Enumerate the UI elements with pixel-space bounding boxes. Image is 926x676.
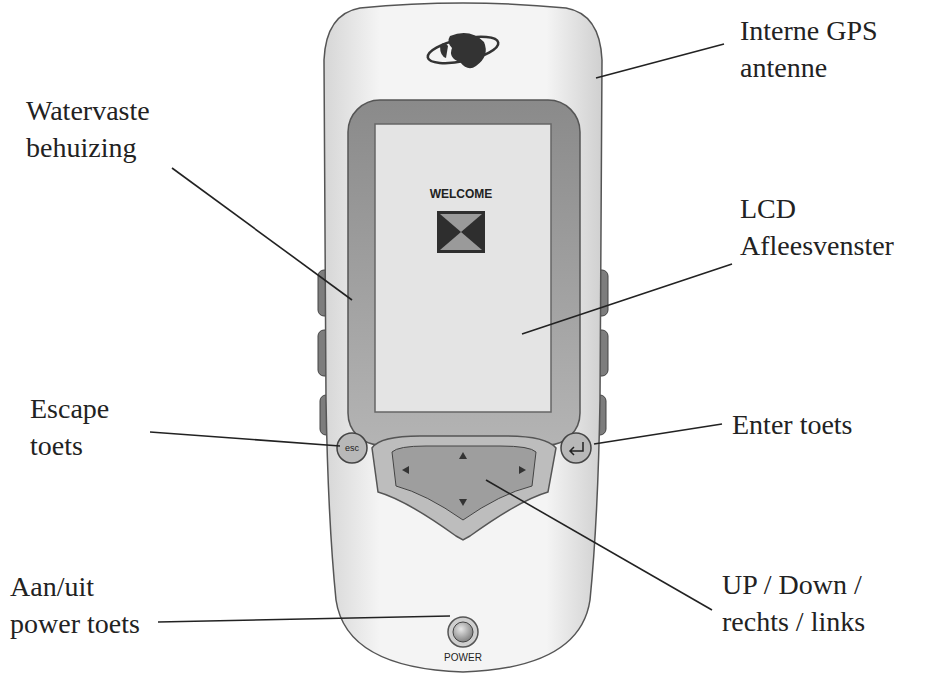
housing bbox=[324, 3, 602, 672]
escape-button bbox=[337, 433, 367, 463]
nav-arrows bbox=[402, 452, 526, 506]
part-label: Aan/uit power toets bbox=[10, 568, 160, 642]
nav-pad bbox=[392, 446, 536, 520]
globe-logo bbox=[425, 32, 500, 68]
part-label: UP / Down / rechts / links bbox=[722, 566, 897, 640]
button-text: esc bbox=[338, 442, 366, 454]
power-ring bbox=[448, 617, 478, 647]
lcd-screen bbox=[375, 124, 551, 412]
part-label: Interne GPS antenne bbox=[740, 12, 920, 86]
part-label: Watervaste behuizing bbox=[26, 92, 206, 166]
part-label: Escape toets bbox=[30, 390, 150, 464]
enter-symbol bbox=[570, 442, 583, 455]
part-label: Enter toets bbox=[732, 406, 922, 443]
screen-bezel bbox=[348, 100, 580, 445]
enter-button bbox=[561, 433, 591, 463]
power-button bbox=[453, 622, 473, 642]
hourglass-icon bbox=[437, 211, 485, 253]
leader-lines bbox=[150, 44, 732, 622]
button-text: POWER bbox=[433, 651, 493, 664]
part-label: LCD Afleesvenster bbox=[740, 190, 915, 264]
screen-text: WELCOME bbox=[401, 187, 521, 202]
nav-surround bbox=[372, 436, 556, 540]
